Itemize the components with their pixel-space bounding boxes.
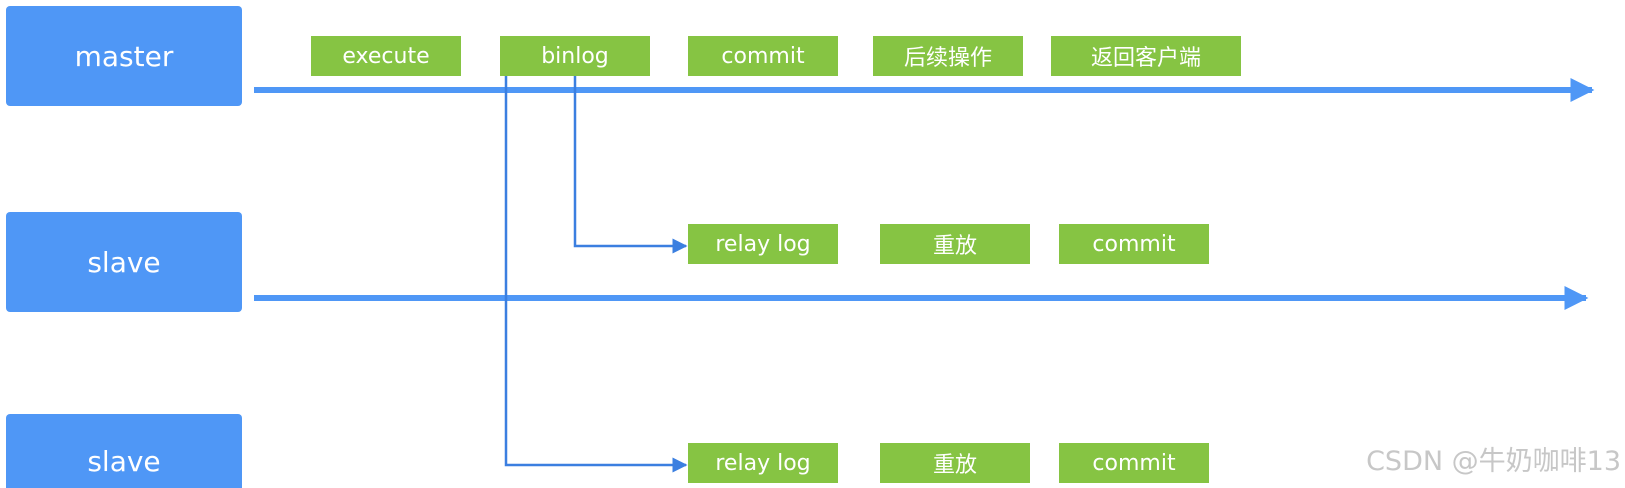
binlog-to-slave1-relay-connector: [573, 76, 688, 254]
master-step-followup: 后续操作: [873, 36, 1023, 76]
master-step-execute: execute: [311, 36, 461, 76]
master-step-return-client: 返回客户端: [1051, 36, 1241, 76]
slave2-step-relay-log: relay log: [688, 443, 838, 483]
slave-node-1: slave: [6, 212, 242, 312]
binlog-to-slave2-relay-connector: [504, 76, 688, 473]
master-step-binlog: binlog: [500, 36, 650, 76]
slave2-step-replay: 重放: [880, 443, 1030, 483]
slave-node-2: slave: [6, 414, 242, 488]
slave1-step-replay: 重放: [880, 224, 1030, 264]
slave1-step-relay-log: relay log: [688, 224, 838, 264]
slave2-step-commit: commit: [1059, 443, 1209, 483]
master-step-commit: commit: [688, 36, 838, 76]
slave1-step-commit: commit: [1059, 224, 1209, 264]
master-node: master: [6, 6, 242, 106]
watermark: CSDN @牛奶咖啡13: [1366, 446, 1621, 477]
